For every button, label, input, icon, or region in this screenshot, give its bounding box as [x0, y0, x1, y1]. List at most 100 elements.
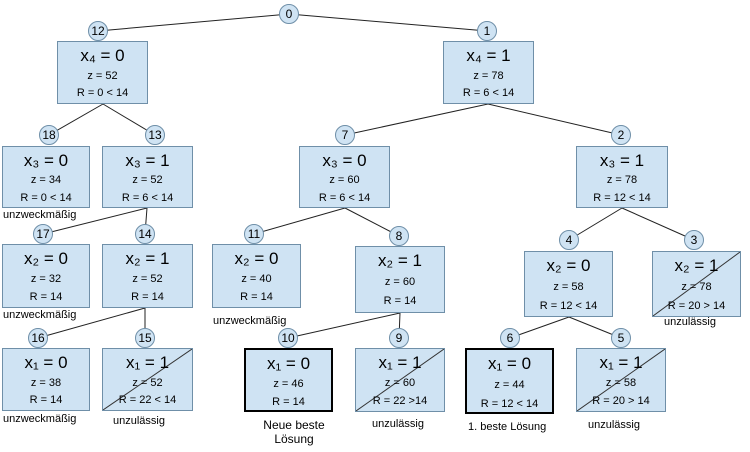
tree-edge: [487, 103, 622, 136]
node-title-9: x₁ = 1: [378, 353, 422, 372]
node-z-14: z = 52: [132, 273, 163, 285]
node-title-3: x₂ = 1: [674, 256, 719, 275]
node-z-3: z = 78: [681, 281, 712, 293]
note-node-15: unzulässig: [113, 415, 165, 427]
tree-edge: [97, 13, 290, 32]
node-number-17: 17: [33, 224, 53, 244]
node-title-13: x₃ = 1: [125, 151, 170, 170]
node-r-2: R = 12 < 14: [593, 192, 651, 204]
infeasible-strike: [356, 349, 444, 411]
node-number-10: 10: [278, 328, 298, 348]
node-r-7: R = 6 < 14: [318, 192, 371, 204]
node-z-2: z = 78: [606, 174, 638, 186]
node-box-17: x₂ = 0 z = 32 R = 14: [2, 244, 90, 308]
note-node-6: 1. beste Lösung: [468, 421, 547, 433]
node-r-9: R = 22 >14: [372, 395, 428, 407]
node-number-18: 18: [39, 125, 59, 145]
note-node-17: unzweckmäßig: [3, 309, 77, 321]
note-node-3: unzulässig: [664, 316, 716, 328]
node-title-6: x₁ = 0: [487, 354, 532, 373]
node-title-16: x₁ = 0: [24, 353, 68, 372]
node-number-7: 7: [335, 125, 355, 145]
node-title-11: x₂ = 0: [234, 249, 279, 268]
node-box-6: x₁ = 0 z = 44 R = 12 < 14: [465, 348, 554, 414]
node-number-12: 12: [88, 21, 108, 41]
node-number-14: 14: [135, 224, 155, 244]
node-z-12: z = 52: [87, 70, 118, 82]
node-z-7: z = 60: [329, 174, 360, 186]
node-number-4: 4: [559, 230, 579, 250]
node-box-1: x₄ = 1 z = 78 R = 6 < 14: [443, 41, 534, 104]
note-node-18: unzweckmäßig: [3, 209, 77, 221]
note-node-11: unzweckmäßig: [213, 315, 287, 327]
node-r-8: R = 14: [383, 295, 417, 307]
node-title-1: x₄ = 1: [466, 46, 511, 65]
tree-edge: [37, 307, 146, 339]
node-z-13: z = 52: [132, 174, 163, 186]
node-box-2: x₃ = 1 z = 78 R = 12 < 14: [576, 146, 668, 208]
node-z-15: z = 52: [132, 377, 163, 389]
node-r-18: R = 0 < 14: [20, 192, 72, 204]
node-box-15: x₁ = 1 z = 52 R = 22 < 14: [102, 348, 193, 411]
node-r-5: R = 20 > 14: [592, 395, 650, 407]
node-title-7: x₃ = 0: [322, 151, 367, 170]
note-node-9: unzulässig: [372, 418, 424, 430]
node-box-11: x₂ = 0 z = 40 R = 14: [212, 244, 301, 308]
node-z-11: z = 40: [241, 273, 272, 285]
node-r-17: R = 14: [29, 291, 63, 303]
node-number-0: 0: [279, 4, 299, 24]
node-number-6: 6: [500, 328, 520, 348]
node-box-13: x₃ = 1 z = 52 R = 6 < 14: [102, 146, 193, 208]
tree-edge: [253, 207, 346, 235]
node-r-1: R = 6 < 14: [462, 87, 515, 99]
node-z-16: z = 38: [30, 377, 62, 389]
node-title-15: x₁ = 1: [125, 353, 170, 372]
note-node-5: unzulässig: [588, 419, 640, 431]
node-number-13: 13: [145, 125, 165, 145]
node-r-14: R = 14: [131, 291, 164, 303]
node-r-11: R = 14: [240, 291, 273, 303]
node-title-12: x₄ = 0: [80, 46, 125, 65]
node-box-9: x₁ = 1 z = 60 R = 22 >14: [355, 348, 445, 412]
node-r-15: R = 22 < 14: [118, 394, 177, 406]
node-number-9: 9: [389, 328, 409, 348]
tree-edge: [621, 207, 695, 241]
node-r-13: R = 6 < 14: [121, 192, 174, 204]
node-r-12: R = 0 < 14: [76, 87, 129, 99]
node-title-8: x₂ = 1: [378, 251, 422, 270]
note-node-10: Neue beste Lösung: [263, 418, 325, 446]
node-r-16: R = 14: [29, 394, 63, 406]
node-number-8: 8: [389, 226, 409, 246]
tree-edge: [287, 312, 401, 339]
node-z-1: z = 78: [473, 70, 504, 82]
node-z-6: z = 44: [494, 379, 525, 391]
tree-edge: [509, 316, 570, 339]
node-box-12: x₄ = 0 z = 52 R = 0 < 14: [57, 41, 148, 104]
infeasible-strike: [577, 349, 665, 411]
node-title-2: x₃ = 1: [599, 151, 645, 170]
infeasible-strike: [653, 252, 740, 316]
node-number-5: 5: [611, 328, 631, 348]
node-r-10: R = 14: [272, 396, 305, 408]
node-z-18: z = 34: [30, 174, 62, 186]
node-title-17: x₂ = 0: [24, 249, 68, 268]
node-number-11: 11: [244, 224, 264, 244]
node-number-1: 1: [477, 21, 497, 41]
node-box-7: x₃ = 0 z = 60 R = 6 < 14: [299, 146, 390, 208]
node-number-15: 15: [135, 328, 155, 348]
node-box-8: x₂ = 1 z = 60 R = 14: [355, 246, 445, 313]
node-z-17: z = 32: [30, 273, 62, 285]
node-z-4: z = 58: [553, 281, 584, 293]
node-r-3: R = 20 > 14: [667, 300, 726, 312]
node-box-18: x₃ = 0 z = 34 R = 0 < 14: [2, 146, 90, 208]
node-title-4: x₂ = 0: [546, 256, 591, 275]
node-z-8: z = 60: [384, 276, 416, 288]
node-z-9: z = 60: [384, 377, 416, 389]
node-box-3: x₂ = 1 z = 78 R = 20 > 14: [652, 251, 741, 317]
node-r-6: R = 12 < 14: [480, 398, 539, 410]
node-title-18: x₃ = 0: [23, 151, 69, 170]
node-number-16: 16: [28, 328, 48, 348]
